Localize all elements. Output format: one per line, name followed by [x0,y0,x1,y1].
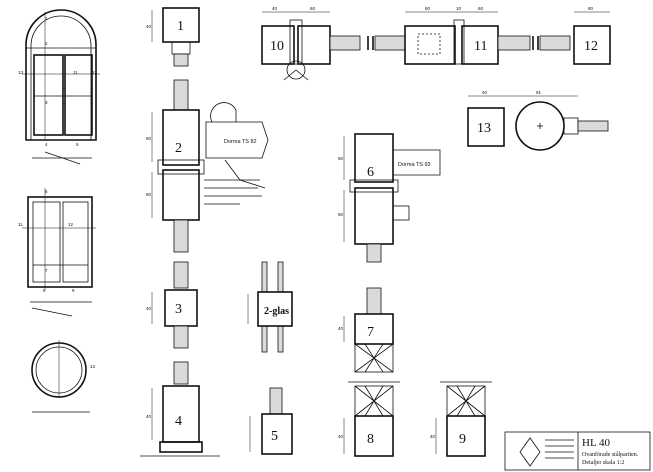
mark-13: 13 [18,70,24,75]
section-8: 40 8 [338,381,400,457]
svg-text:40: 40 [338,326,344,331]
svg-text:60: 60 [146,192,152,197]
mark-13b: 13 [90,364,96,369]
svg-text:60: 60 [146,136,152,141]
svg-text:10: 10 [456,6,462,11]
section-9: 40 9 [430,381,492,457]
svg-text:40: 40 [338,434,344,439]
section-11: 60 10 60 11 [374,6,571,65]
round-window-elevation: 13 [31,340,96,413]
section-5: 5 [249,387,293,455]
section-1: 40 1 [146,7,200,67]
section-12: 80 12 [573,6,611,65]
section-2: 60 60 2 Dorma TS 82 [146,79,269,253]
title-line-2: Detaljer skala 1:2 [582,460,624,466]
mark-3: 3 [45,100,48,105]
title-line-1: Ovanförade stålpartien. [582,451,639,458]
section-6: Dorma TS 93 60 60 6 [338,133,441,263]
mark-5: 5 [76,142,79,147]
mark-4: 4 [45,142,48,147]
mark-1: 1 [45,16,48,21]
section-label-12: 12 [584,39,598,54]
svg-text:80: 80 [588,6,594,11]
section-label-8: 8 [367,432,374,447]
double-door-elevation: 6 11 12 7 8 9 [18,188,96,317]
section-13: 40 91 13 [467,90,609,151]
section-label-6: 6 [367,165,374,180]
mark-6: 6 [45,189,48,194]
dorma-ts82-label: Dorma TS 82 [224,139,257,145]
section-label-10: 10 [270,39,284,54]
svg-text:40: 40 [272,6,278,11]
section-4: 40 4 [140,361,220,457]
mark-12: 12 [92,70,98,75]
title-code: HL 40 [582,437,611,449]
section-label-5: 5 [271,429,278,444]
section-2glas: 2-glas [247,261,293,353]
section-label-9: 9 [459,432,466,447]
svg-text:60: 60 [338,212,344,217]
svg-text:40: 40 [146,414,152,419]
svg-text:60: 60 [338,156,344,161]
section-10: 40 60 10 [261,6,374,81]
svg-text:40: 40 [146,306,152,311]
mark-12b: 12 [68,222,74,227]
svg-text:40: 40 [430,434,436,439]
section-label-7: 7 [367,325,374,340]
svg-text:40: 40 [146,24,152,29]
svg-text:60: 60 [478,6,484,11]
section-label-13: 13 [477,121,491,136]
section-7: 40 7 [338,287,394,373]
mark-8b: 8 [43,288,46,293]
section-label-3: 3 [175,302,182,317]
arched-door-elevation: 1 2 13 11 12 3 4 5 [18,9,100,165]
section-label-1: 1 [177,19,184,34]
svg-text:60: 60 [310,6,316,11]
title-block: HL 40 Ovanförade stålpartien. Detaljer s… [504,431,651,471]
mark-11b: 11 [18,222,23,227]
mark-11: 11 [73,70,78,75]
dorma-ts93-label: Dorma TS 93 [398,162,431,168]
company-logo [519,437,541,467]
section-label-2: 2 [175,141,182,156]
mark-2: 2 [45,41,48,46]
mark-9b: 9 [72,288,75,293]
svg-text:91: 91 [536,90,542,95]
section-3: 40 3 [146,261,198,349]
section-label-11: 11 [474,39,487,54]
mark-7b: 7 [45,268,48,273]
section-label-4: 4 [175,414,182,429]
glass-label: 2-glas [264,306,289,317]
svg-text:40: 40 [482,90,488,95]
svg-text:60: 60 [425,6,431,11]
